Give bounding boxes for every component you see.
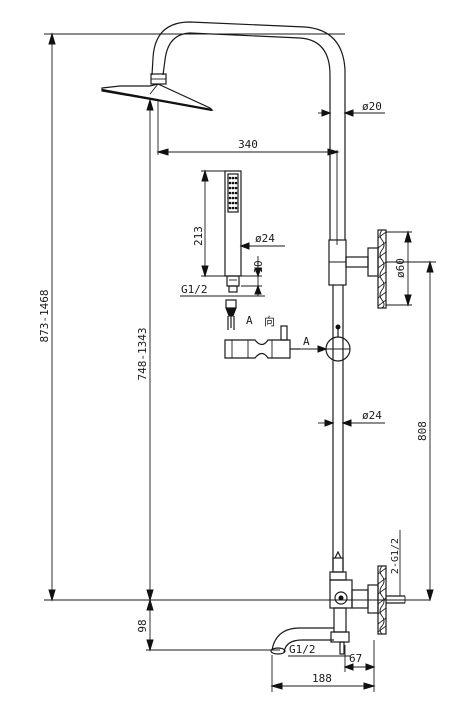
bracket-spacing-dimension: 808 <box>386 260 436 602</box>
section-marker: A <box>300 335 328 353</box>
spout-reach-dimension: 67 <box>343 640 376 672</box>
section-marker-label: A <box>303 335 310 348</box>
view-a-letter: A <box>246 314 253 327</box>
slide-bar-dia-label: ø24 <box>362 409 382 422</box>
handheld-length-label: 213 <box>192 226 205 246</box>
upper-wall-bracket <box>328 229 387 309</box>
handheld-gap-label: 10 <box>252 260 265 273</box>
view-a-direction: A 向 <box>246 314 275 328</box>
spout-height-dimension: 98 <box>136 598 280 652</box>
spout-thread-label: G1/2 <box>289 643 316 656</box>
handheld-dia-label: ø24 <box>255 232 275 245</box>
spout-height-label: 98 <box>136 619 149 632</box>
overall-reach-dimension: 188 <box>270 655 376 692</box>
main-riser-pipe <box>329 103 346 570</box>
total-height-label: 873-1468 <box>38 290 51 343</box>
overall-reach-label: 188 <box>312 672 332 685</box>
hose-thread-dimension: G1/2 <box>180 283 265 297</box>
hose-thread-label: G1/2 <box>181 283 208 296</box>
inlet-thread-label: 2-G1/2 <box>390 538 401 574</box>
handheld-dia-dimension: ø24 <box>239 232 285 250</box>
head-offset-label: 340 <box>238 138 258 151</box>
riser-height-label: 748-1343 <box>136 328 149 381</box>
wall-bracket-dia-label: ø60 <box>394 258 407 278</box>
slide-bar-dia-dimension: ø24 <box>318 409 385 427</box>
holder-detail-view <box>224 325 300 359</box>
handheld-gap-dimension: 10 <box>241 256 265 296</box>
wall-bracket-dia-dimension: ø60 <box>386 230 412 307</box>
rain-shower-head <box>101 21 346 112</box>
tub-spout <box>270 627 345 655</box>
top-pipe-dia-label: ø20 <box>362 100 382 113</box>
bracket-spacing-label: 808 <box>416 421 429 441</box>
spout-thread-dimension: G1/2 <box>288 643 350 657</box>
top-pipe-dia-dimension: ø20 <box>318 100 385 117</box>
view-a-direction-char: 向 <box>264 314 275 328</box>
hose-connector <box>225 299 237 330</box>
inlet-thread-dimension: 2-G1/2 <box>390 530 401 596</box>
head-offset-dimension: 340 <box>156 100 340 156</box>
riser-height-dimension: 748-1343 <box>136 98 154 602</box>
slide-holder <box>325 324 351 362</box>
hand-shower <box>224 170 242 293</box>
spout-reach-label: 67 <box>349 652 362 665</box>
total-height-dimension: 873-1468 <box>38 32 345 602</box>
handheld-length-dimension: 213 <box>192 169 225 278</box>
